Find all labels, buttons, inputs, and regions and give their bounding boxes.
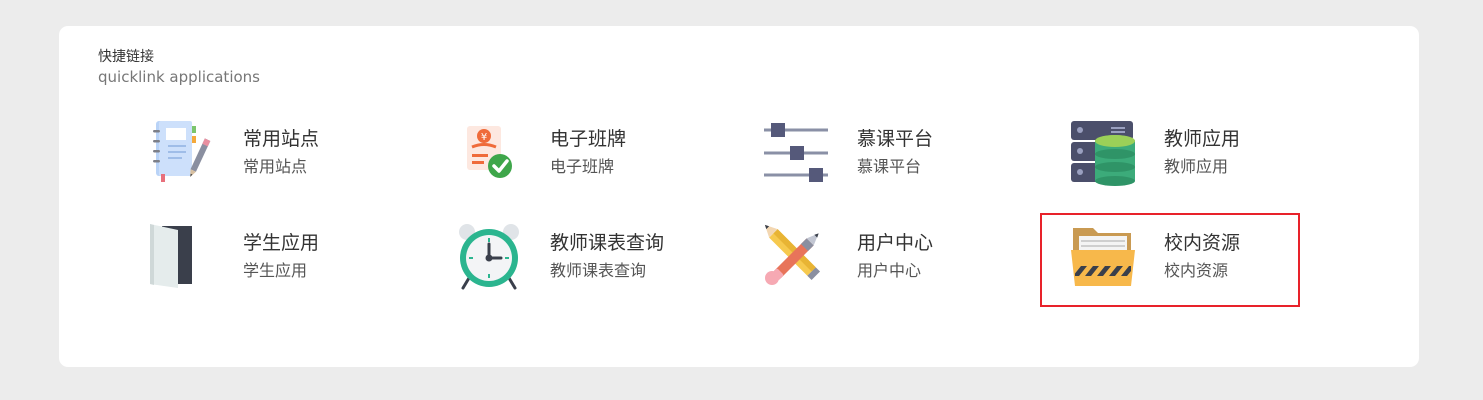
app-desc: 校内资源 [1164, 261, 1229, 280]
app-name: 教师应用 [1164, 128, 1241, 150]
resource-folder-icon [1069, 222, 1137, 290]
app-desc: 用户中心 [857, 261, 922, 280]
app-desc: 教师课表查询 [550, 261, 647, 280]
app-desc: 慕课平台 [857, 157, 922, 176]
app-name: 用户中心 [857, 232, 934, 254]
app-name: 慕课平台 [857, 128, 934, 150]
notebook-pen-icon [148, 118, 216, 186]
pen-pencil-tools-icon [762, 222, 830, 290]
app-tile-user-center[interactable]: 用户中心 用户中心 [762, 222, 1020, 306]
app-name: 教师课表查询 [550, 232, 665, 254]
app-desc: 教师应用 [1164, 157, 1229, 176]
quicklinks-card: 快捷链接 quicklink applications [59, 26, 1419, 367]
app-tile-student-apps[interactable]: 学生应用 学生应用 [148, 222, 406, 306]
app-tile-mooc-platform[interactable]: 慕课平台 慕课平台 [762, 118, 1020, 202]
alarm-clock-icon [455, 222, 523, 290]
app-name: 校内资源 [1164, 232, 1241, 254]
section-title: 快捷链接 [98, 49, 154, 65]
sliders-icon [762, 118, 830, 186]
app-tile-teacher-apps[interactable]: 教师应用 教师应用 [1069, 118, 1327, 202]
app-desc: 常用站点 [243, 157, 308, 176]
door-icon [148, 222, 216, 290]
app-name: 常用站点 [243, 128, 320, 150]
app-tile-campus-resources[interactable]: 校内资源 校内资源 [1069, 222, 1327, 306]
app-desc: 学生应用 [243, 261, 308, 280]
payment-check-icon: ¥ [455, 118, 523, 186]
app-name: 学生应用 [243, 232, 320, 254]
app-tile-common-sites[interactable]: 常用站点 常用站点 [148, 118, 406, 202]
app-tile-electronic-board[interactable]: ¥ 电子班牌 电子班牌 [455, 118, 713, 202]
app-desc: 电子班牌 [550, 157, 615, 176]
server-database-icon [1069, 118, 1137, 186]
app-name: 电子班牌 [550, 128, 627, 150]
section-subtitle: quicklink applications [98, 68, 260, 86]
svg-text:¥: ¥ [481, 132, 487, 143]
app-tile-teacher-schedule[interactable]: 教师课表查询 教师课表查询 [455, 222, 713, 306]
